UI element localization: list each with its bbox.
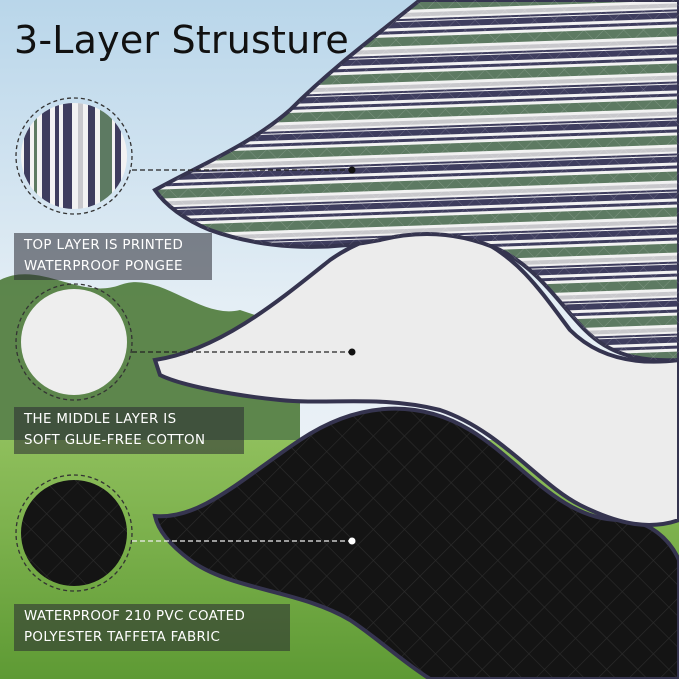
bottom-layer-label-line2: POLYESTER TAFFETA FABRIC <box>24 629 221 645</box>
connector-top <box>132 166 356 174</box>
top-layer-label: TOP LAYER IS PRINTED WATERPROOF PONGEE <box>14 233 212 280</box>
white-cotton-swatch-icon <box>15 283 133 401</box>
top-layer-label-line1: TOP LAYER IS PRINTED <box>24 238 184 253</box>
top-layer-quilting <box>155 0 679 361</box>
connector-middle <box>132 348 356 356</box>
bottom-layer-label-line1: WATERPROOF 210 PVC COATED <box>24 609 246 624</box>
black-quilted-swatch-icon <box>15 474 133 592</box>
middle-layer-label: THE MIDDLE LAYER IS SOFT GLUE-FREE COTTO… <box>14 407 244 454</box>
connector-bottom <box>132 537 356 545</box>
middle-layer-label-line1: THE MIDDLE LAYER IS <box>24 412 177 427</box>
top-layer-label-line2: WATERPROOF PONGEE <box>24 258 183 274</box>
striped-pongee-swatch-icon <box>15 97 133 215</box>
bottom-layer-label: WATERPROOF 210 PVC COATED POLYESTER TAFF… <box>14 604 290 651</box>
page-title: 3-Layer Strusture <box>14 18 349 62</box>
middle-layer-label-line2: SOFT GLUE-FREE COTTON <box>24 432 206 448</box>
